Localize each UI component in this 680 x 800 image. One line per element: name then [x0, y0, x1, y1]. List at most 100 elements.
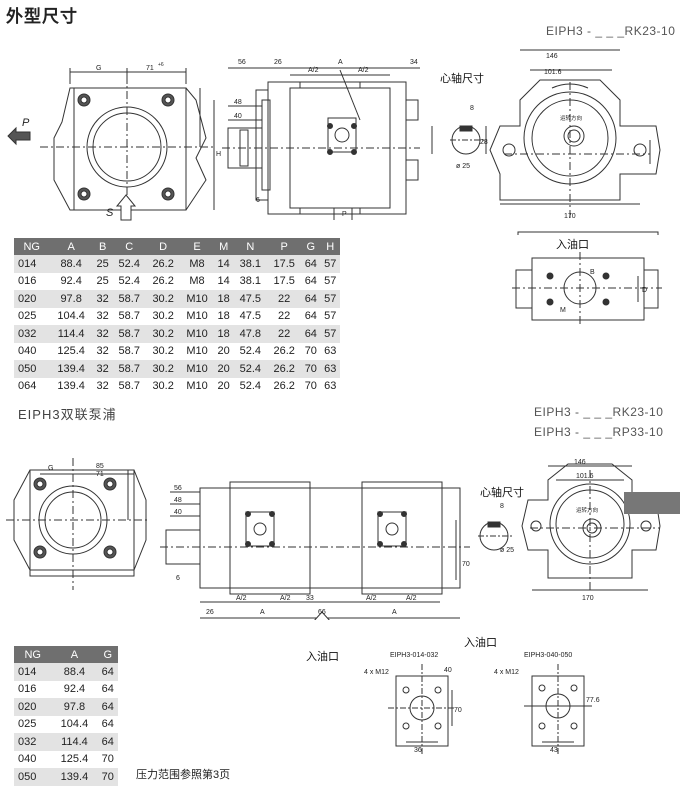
column-header: E [180, 238, 214, 255]
table-cell: 38.1 [233, 255, 268, 273]
table-cell: 88.4 [49, 255, 93, 273]
svg-text:D: D [642, 287, 647, 294]
table-cell: 97.8 [49, 290, 93, 308]
column-header: A [51, 646, 98, 663]
column-header: G [301, 238, 321, 255]
table-cell: 58.7 [112, 377, 147, 395]
flange-label-2: EIPH3-040-050 [524, 652, 573, 659]
svg-text:70: 70 [454, 707, 462, 714]
table-cell: 30.2 [146, 307, 181, 325]
table-cell: 64 [301, 290, 321, 308]
svg-text:43: 43 [550, 747, 558, 754]
table-cell: 22 [267, 325, 302, 343]
model-code-double-2: EIPH3 - _ _ _RP33-10 [534, 425, 664, 439]
table-cell: 139.4 [49, 377, 93, 395]
svg-text:4 x M12: 4 x M12 [494, 669, 519, 676]
svg-text:A: A [392, 609, 397, 616]
svg-text:71: 71 [146, 65, 154, 72]
table-cell: 016 [14, 680, 52, 698]
table-cell: 25 [92, 272, 113, 290]
model-code-double-1: EIPH3 - _ _ _RK23-10 [534, 405, 664, 419]
table-cell: 47.8 [233, 325, 268, 343]
inlet-view-drawing: B D M [512, 252, 662, 326]
column-header: C [112, 238, 147, 255]
table-cell: 64 [97, 663, 118, 681]
table-cell: 70 [301, 360, 321, 378]
svg-text:6: 6 [176, 575, 180, 582]
shaft-dim-label: 心轴尺寸 [440, 73, 484, 85]
table-cell: 70 [97, 768, 118, 786]
table-cell: 20 [213, 360, 234, 378]
svg-text:101.6: 101.6 [544, 69, 562, 76]
table-cell: 032 [14, 733, 52, 751]
table-cell: 30.2 [146, 342, 181, 360]
table-cell: 32 [92, 307, 113, 325]
table-cell: 64 [97, 733, 118, 751]
table-cell: 52.4 [233, 360, 268, 378]
column-header: D [146, 238, 181, 255]
svg-text:A/2: A/2 [280, 595, 291, 602]
table-cell: 25 [92, 255, 113, 273]
pressure-note: 压力范围参照第3页 [136, 769, 231, 781]
table-cell: 32 [92, 325, 113, 343]
table-cell: 125.4 [51, 750, 98, 768]
table-cell: 32 [92, 342, 113, 360]
table-cell: 47.5 [233, 307, 268, 325]
table-cell: 32 [92, 290, 113, 308]
svg-text:P: P [22, 117, 30, 129]
svg-text:A/2: A/2 [358, 67, 369, 74]
svg-text:G: G [48, 465, 53, 472]
table-cell: 014 [14, 663, 52, 681]
column-header: P [267, 238, 302, 255]
svg-text:A/2: A/2 [308, 67, 319, 74]
table-cell: 18 [213, 290, 234, 308]
table-cell: 57 [320, 325, 340, 343]
svg-text:ø 25: ø 25 [500, 547, 514, 554]
rear-view-outline [489, 79, 661, 201]
section-title-double-pump: EIPH3双联泵浦 [18, 407, 117, 422]
table-cell: 58.7 [112, 342, 147, 360]
table-cell: 26.2 [267, 342, 302, 360]
svg-text:A/2: A/2 [236, 595, 247, 602]
table-cell: M10 [180, 307, 214, 325]
svg-text:4 x M12: 4 x M12 [364, 669, 389, 676]
front-flange-outline [53, 87, 207, 211]
column-header: H [320, 238, 340, 255]
svg-text:70: 70 [462, 561, 470, 568]
svg-text:56: 56 [238, 59, 246, 66]
table-cell: 30.2 [146, 377, 181, 395]
column-header: G [97, 646, 118, 663]
double-rear-view [521, 463, 661, 579]
svg-text:A: A [260, 609, 265, 616]
table-cell: 64 [97, 680, 118, 698]
svg-text:P: P [342, 211, 347, 218]
table-cell: 32 [92, 377, 113, 395]
flange-label-1: EIPH3-014-032 [390, 652, 439, 659]
table-cell: 58.7 [112, 307, 147, 325]
table-cell: 57 [320, 307, 340, 325]
table-cell: 52.4 [112, 255, 147, 273]
table-cell: 18 [213, 325, 234, 343]
svg-text:101.6: 101.6 [576, 473, 594, 480]
table-cell: 64 [301, 255, 321, 273]
table-cell: 64 [301, 272, 321, 290]
svg-text:A/2: A/2 [406, 595, 417, 602]
double-side-body [199, 487, 461, 589]
table-cell: 114.4 [51, 733, 98, 751]
table-cell: 63 [320, 360, 340, 378]
svg-text:48: 48 [174, 497, 182, 504]
svg-text:66: 66 [318, 609, 326, 616]
table-cell: 30.2 [146, 325, 181, 343]
